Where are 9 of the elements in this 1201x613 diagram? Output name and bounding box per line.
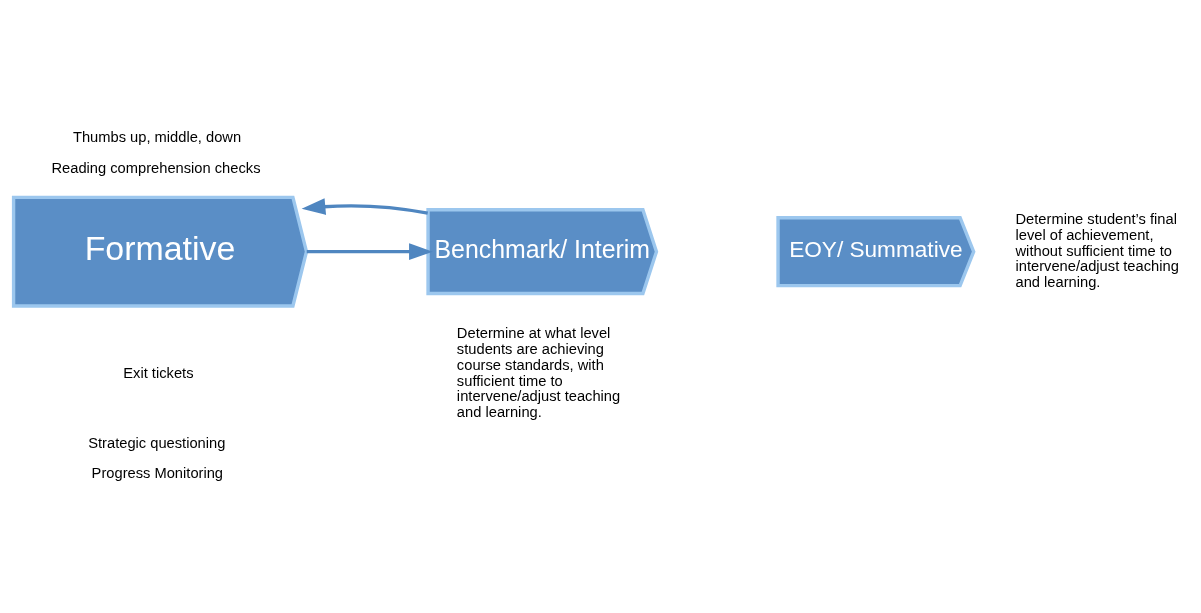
arrow: [301, 198, 429, 215]
label: Thumbs up, middle, down: [72, 129, 242, 146]
label: Determine at what level students are achieving course standards, with sufficient time to intervene/adjust teaching and learning.: [456, 325, 621, 421]
label: Determine student’s final level of achievement, without sufficient time to intervene/adjust teaching and learning.: [1015, 210, 1179, 291]
label: Exit tickets: [123, 364, 194, 381]
label: Progress Monitoring: [91, 465, 224, 482]
arrow: [306, 243, 433, 260]
label: Reading comprehension checks: [51, 159, 261, 176]
label: Strategic questioning: [88, 434, 226, 451]
